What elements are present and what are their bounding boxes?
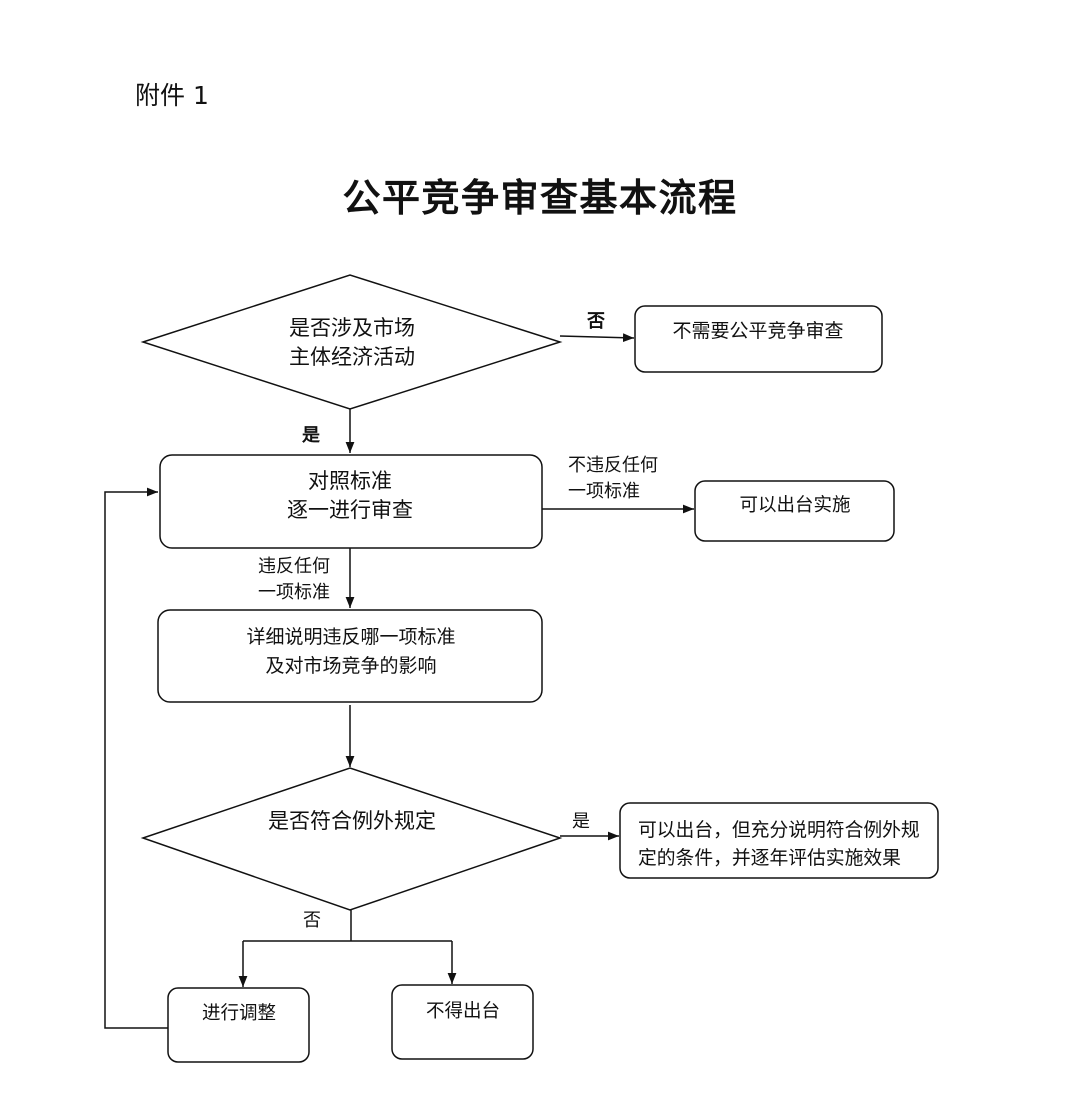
no-review-box [634, 305, 883, 373]
explain-line2: 及对市场竞争的影响 [265, 655, 436, 677]
label-exception-no: 否 [303, 910, 321, 931]
exception-allowed-line2: 定的条件，并逐年评估实施效果 [638, 847, 901, 869]
label-no-violation-line1: 不违反任何 [568, 455, 658, 476]
decision-market-line2: 主体经济活动 [289, 345, 415, 369]
not-allowed-box [391, 984, 534, 1060]
decision-market-line1: 是否涉及市场 [289, 316, 415, 340]
attachment-label: 附件 1 [135, 81, 209, 110]
label-no-violation-line2: 一项标准 [568, 481, 640, 502]
page-title: 公平竞争审查基本流程 [342, 176, 737, 220]
label-market-no: 否 [586, 311, 605, 332]
label-market-yes: 是 [301, 425, 320, 446]
review-line2: 逐一进行审查 [287, 498, 413, 522]
review-line1: 对照标准 [308, 469, 392, 493]
adjust-text: 进行调整 [202, 1003, 276, 1024]
arrow-market-to-no-review [559, 333, 635, 343]
review-box [159, 454, 543, 549]
no-review-text: 不需要公平竞争审查 [672, 320, 843, 342]
can-implement-box [694, 480, 895, 542]
arrow-adjust-to-review-loop [104, 487, 168, 1029]
can-implement-text: 可以出台实施 [739, 495, 850, 516]
adjust-box [167, 987, 310, 1063]
label-exception-yes: 是 [572, 811, 590, 832]
decision-exception-diamond [140, 767, 563, 911]
label-violation-line2: 一项标准 [258, 582, 330, 603]
label-violation-line1: 违反任何 [258, 556, 330, 577]
exception-allowed-line1: 可以出台，但充分说明符合例外规 [638, 819, 920, 841]
exception-allowed-box [619, 802, 939, 879]
not-allowed-text: 不得出台 [426, 1001, 500, 1022]
explain-line1: 详细说明违反哪一项标准 [246, 626, 455, 648]
explain-box [157, 609, 543, 703]
decision-exception-text: 是否符合例外规定 [268, 809, 436, 833]
decision-market-diamond [140, 274, 563, 410]
